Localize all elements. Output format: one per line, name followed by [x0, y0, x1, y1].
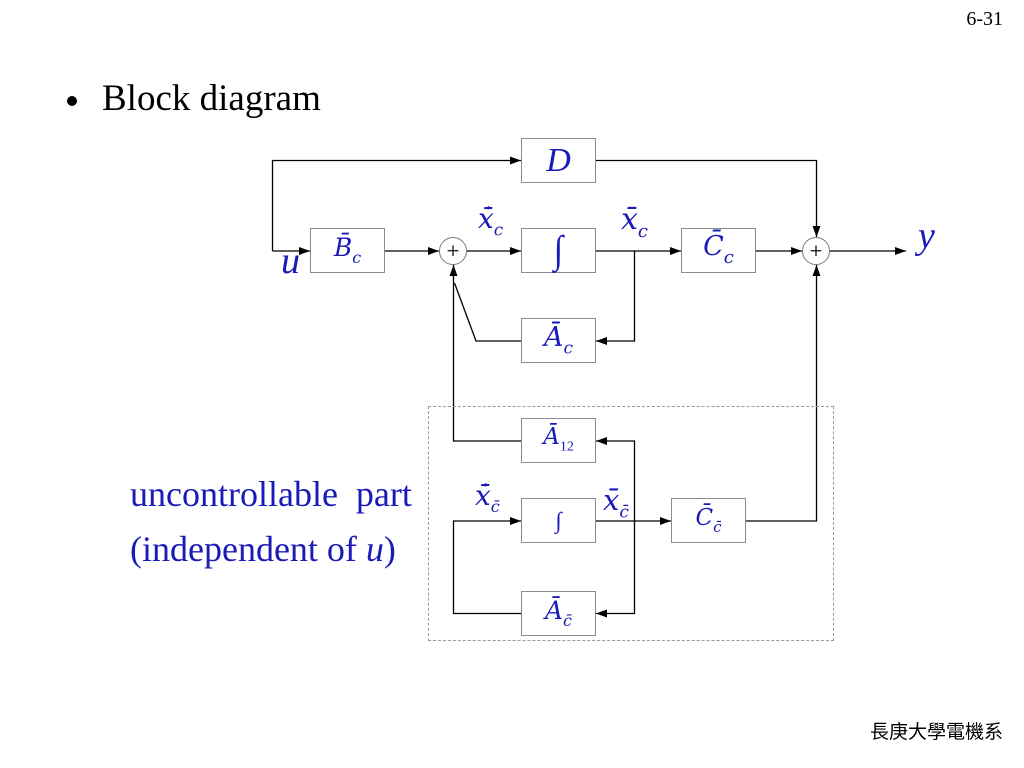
- wire-xcbar-to-Acbar: [596, 521, 636, 618]
- block-Bc: B̄c: [310, 228, 385, 273]
- block-D-label: D: [546, 141, 571, 179]
- wire-D-to-output-sum: [596, 159, 821, 237]
- signal-xdot-cbar-label: x̄̇c̄: [475, 482, 500, 515]
- input-signal-u: u: [281, 240, 300, 282]
- signal-xdot-c-label: x̄̇c: [478, 205, 503, 240]
- block-Acbar: Āc̄: [521, 591, 596, 636]
- wire-Ac-to-inner-sum: [453, 282, 521, 342]
- integral-icon: ∫: [553, 228, 564, 272]
- signal-x-c-symbol: x̄: [621, 202, 638, 237]
- uncontrollable-subsystem-boundary: [428, 406, 834, 641]
- annotation-line-1: uncontrollable part: [130, 474, 412, 514]
- wire-xcbar-to-A12: [596, 437, 636, 521]
- block-A12-symbol: Ā: [543, 424, 560, 451]
- signal-x-cbar-subscript: c̄: [619, 502, 629, 523]
- integral-icon: ∫: [555, 508, 562, 533]
- output-signal-y: y: [918, 215, 935, 257]
- block-D: D: [521, 138, 596, 183]
- block-Acbar-label: Āc̄: [545, 598, 572, 629]
- block-Ccbar-subscript: c̄: [713, 517, 722, 536]
- footer-department: 長庚大學電機系: [869, 721, 1003, 743]
- wire-Ccbar-to-output-sum: [746, 265, 821, 522]
- signal-xdot-cbar-subscript: c̄: [490, 497, 500, 517]
- block-Acbar-symbol: Ā: [544, 595, 564, 625]
- block-Cc-subscript: c: [723, 247, 734, 269]
- block-Cc: C̄c: [681, 228, 756, 273]
- block-Bc-label: B̄c: [334, 235, 361, 266]
- block-integrator-c: ∫: [521, 228, 596, 273]
- block-Ac: Āc: [521, 318, 596, 363]
- signal-xdot-c-subscript: c: [493, 220, 504, 241]
- block-Cc-symbol: C̄: [703, 231, 724, 263]
- signal-x-cbar-symbol: x̄: [603, 483, 620, 517]
- block-Bc-subscript: c: [352, 248, 362, 268]
- wire-xc-to-Ac: [596, 251, 636, 345]
- plus-icon: +: [445, 240, 461, 261]
- inner-summing-junction: +: [439, 237, 467, 265]
- wire-u-to-D: [271, 156, 521, 251]
- annotation-line-2: (independent of u): [130, 531, 396, 567]
- signal-xdot-cbar-symbol: x̄̇: [475, 479, 491, 512]
- block-Cc-label: C̄c: [703, 233, 734, 267]
- block-A12-label: Ā12: [543, 426, 574, 454]
- block-Ac-symbol: Ā: [543, 321, 564, 353]
- block-Bc-symbol: B̄: [333, 232, 353, 262]
- block-Ac-subscript: c: [563, 338, 574, 359]
- block-A12: Ā12: [521, 418, 596, 463]
- block-integrator-cbar: ∫: [521, 498, 596, 543]
- page-number: 6-31: [966, 8, 1003, 30]
- bullet-icon: [67, 96, 77, 106]
- plus-icon: +: [808, 240, 824, 261]
- wire-Acbar-to-integrator-cbar: [452, 517, 521, 615]
- signal-x-cbar-label: x̄c̄: [603, 486, 629, 522]
- wire-group: [271, 156, 906, 618]
- block-Ac-label: Āc: [544, 324, 573, 358]
- output-summing-junction: +: [802, 237, 830, 265]
- block-Ccbar: C̄c̄: [671, 498, 746, 543]
- block-Ccbar-symbol: C̄: [695, 504, 714, 531]
- annotation-line-2-text: (independent of: [130, 529, 366, 569]
- slide-heading: Block diagram: [102, 78, 321, 119]
- block-Ccbar-label: C̄c̄: [695, 504, 722, 536]
- signal-x-c-subscript: c: [637, 221, 649, 243]
- annotation-line-2-variable: u: [365, 529, 384, 569]
- annotation-line-2-close: ): [383, 529, 396, 569]
- block-A12-subscript: 12: [559, 439, 574, 455]
- signal-xdot-c-symbol: x̄̇: [478, 202, 494, 235]
- signal-x-c-label: x̄c: [621, 205, 648, 241]
- block-Acbar-subscript: c̄: [563, 611, 573, 631]
- wire-A12-to-inner-sum: [449, 265, 521, 442]
